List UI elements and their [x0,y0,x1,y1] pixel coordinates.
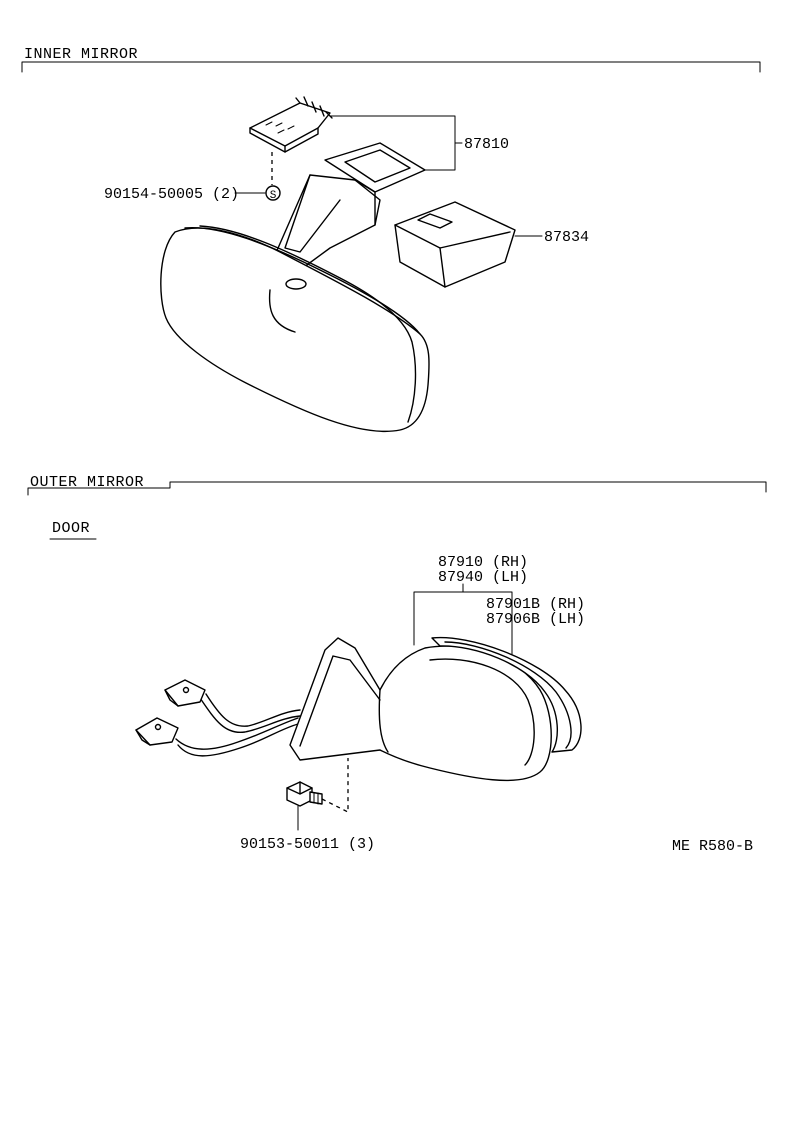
outer-mirror-title: OUTER MIRROR [30,474,144,491]
part-number-87910: 87910 (RH) [438,554,528,571]
part-number-87810: 87810 [464,136,509,153]
mirror-stay-drawing [274,142,426,286]
mirror-cover-drawing [394,201,516,288]
symbol-s-text: S [270,190,277,202]
reference-code: ME R580-B [672,838,753,855]
inner-mirror-title: INNER MIRROR [24,46,138,63]
screw-centerline-outer [321,758,349,814]
door-subtitle: DOOR [52,520,90,537]
mount-screw-drawing [286,781,323,807]
outer-mirror-section: OUTER MIRROR DOOR 87910 (RH) 87940 (LH) … [27,474,767,855]
screw-symbol: S [265,185,281,202]
inner-mirror-section: INNER MIRROR S 90154-50005 (2) 87810 [21,46,761,432]
wire-harness-drawing [135,679,301,757]
outer-mirror-drawing [289,636,582,782]
part-number-87834: 87834 [544,229,589,246]
part-number-87940: 87940 (LH) [438,569,528,586]
part-number-87906b: 87906B (LH) [486,611,585,628]
inner-mirror-body-drawing [160,225,430,432]
leader-87810 [329,115,463,171]
part-number-90153: 90153-50011 (3) [240,836,375,853]
part-number-87901b: 87901B (RH) [486,596,585,613]
inner-section-rule [21,61,761,73]
outer-section-rule [27,481,767,496]
leader-87910-group [413,583,513,656]
part-number-90154: 90154-50005 (2) [104,186,239,203]
mounting-plate-drawing [249,96,333,153]
